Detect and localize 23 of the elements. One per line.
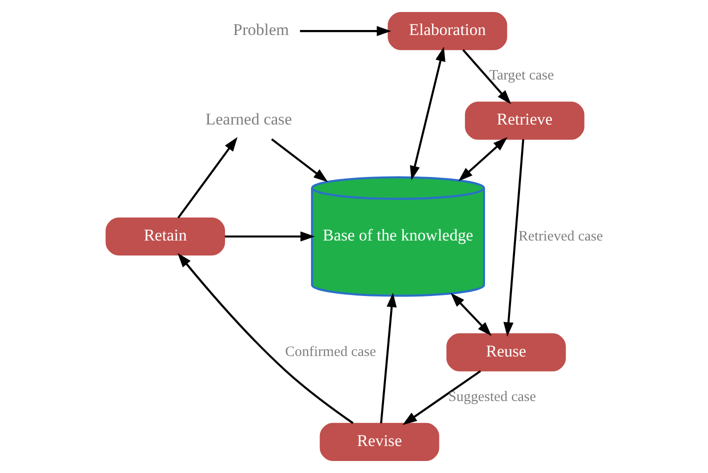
edge-label: Confirmed case [285,344,376,360]
node-box: Elaboration [388,12,508,50]
node-text: Problem [233,20,289,40]
edge-label: Suggested case [448,388,536,405]
arrow [462,49,512,104]
node-box: Revise [320,422,440,461]
node-box: Reuse [446,333,566,372]
arrow [450,292,492,336]
edge-label: Target case [489,68,554,84]
arrow [503,139,524,337]
arrow [402,370,482,425]
arrow [178,252,354,424]
arrow [271,138,328,182]
arrow [224,231,315,242]
arrow [300,26,392,36]
node-box: Retain [106,217,226,256]
arrow [410,46,446,180]
arrow [177,136,238,218]
node-box: Retrieve [464,102,584,140]
arrow [380,292,397,424]
node-text: Learned case [206,110,292,129]
edge-label: Retrieved case [518,228,603,244]
arrow [458,137,508,182]
